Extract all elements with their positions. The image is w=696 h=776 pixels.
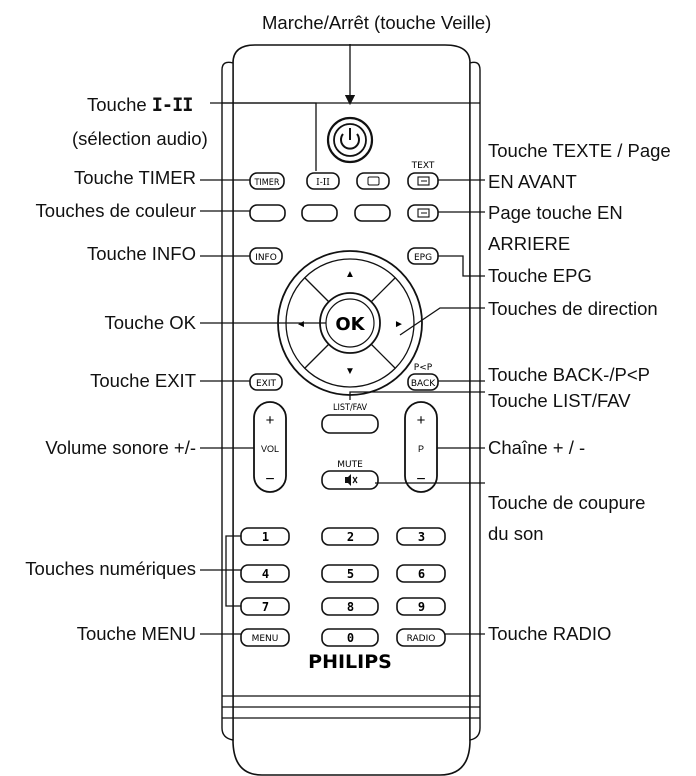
radio-button[interactable] [396, 628, 446, 647]
page-back-label-line2: ARRIERE [488, 233, 571, 254]
audio-select-label: (sélection audio) [72, 128, 208, 149]
digit-6-label: 6 [418, 567, 425, 581]
timer-button-label: TIMER [253, 178, 279, 188]
digit-7-label: 7 [262, 600, 269, 614]
exit-button[interactable] [249, 373, 283, 391]
mute-icon [345, 474, 358, 486]
subtitle-icon [367, 176, 380, 186]
channel-rocker[interactable]: + P − [404, 401, 438, 493]
epg-button-label: EPG [414, 253, 432, 263]
radio-label: Touche RADIO [488, 623, 612, 644]
vol-label: VOL [261, 444, 279, 454]
digit-4-label: 4 [262, 567, 269, 581]
digit-8-button[interactable] [321, 597, 379, 616]
ok-callout-label: Touche OK [104, 312, 196, 333]
volume-label: Volume sonore +/- [45, 437, 196, 458]
channel-label: P [418, 444, 424, 454]
page-back-icon [417, 208, 430, 218]
timer-label: Touche TIMER [73, 167, 196, 188]
i-ii-label-glyph: I-II [151, 95, 194, 116]
digit-5-button[interactable] [321, 564, 379, 583]
remote-body [221, 44, 481, 776]
ok-label: OK [335, 314, 365, 335]
menu-label: Touche MENU [76, 623, 196, 644]
digit-6-button[interactable] [396, 564, 446, 583]
back-button-label: BACK [411, 379, 436, 389]
green-color-button[interactable] [301, 204, 338, 222]
exit-button-label: EXIT [256, 379, 277, 389]
numeric-label: Touches numériques [25, 558, 196, 579]
menu-button[interactable] [240, 628, 290, 647]
teletext-icon [417, 176, 430, 186]
leader-lines [200, 44, 485, 635]
timer-button[interactable] [249, 172, 285, 190]
digit-8-label: 8 [347, 600, 354, 614]
power-label: Marche/Arrêt (touche Veille) [262, 12, 492, 33]
up-arrow-icon[interactable]: ▲ [345, 269, 355, 280]
channel-up-icon[interactable]: + [417, 412, 426, 429]
info-label: Touche INFO [87, 243, 196, 264]
text-tag: TEXT [411, 161, 435, 171]
digit-1-label: 1 [262, 530, 269, 544]
digit-5-label: 5 [347, 567, 354, 581]
channel-label: Chaîne + / - [488, 437, 586, 458]
i-ii-label: Touche I-II [87, 94, 194, 117]
digit-9-label: 9 [418, 600, 425, 614]
listfav-tag: LIST/FAV [333, 403, 368, 413]
digit-0-button[interactable] [321, 628, 379, 647]
exit-label: Touche EXIT [90, 370, 196, 391]
i-ii-label-prefix: Touche [87, 94, 147, 115]
digit-2-button[interactable] [321, 527, 379, 546]
back-button[interactable] [407, 373, 439, 391]
color-keys-label: Touches de couleur [35, 200, 196, 221]
brand-logo: PHILIPS [308, 651, 392, 673]
right-arrow-icon[interactable]: ► [394, 319, 404, 330]
subtitle-button[interactable] [356, 172, 390, 190]
direction-label: Touches de direction [488, 298, 658, 319]
digit-4-button[interactable] [240, 564, 290, 583]
volume-up-icon[interactable]: + [266, 412, 275, 429]
info-button-label: INFO [255, 253, 277, 263]
i-ii-button[interactable] [306, 172, 340, 190]
left-arrow-icon[interactable]: ◄ [296, 319, 306, 330]
listfav-label: Touche LIST/FAV [488, 390, 631, 411]
page-back-label-line1: Page touche EN [488, 202, 623, 223]
volume-rocker[interactable]: + VOL − [253, 401, 287, 493]
digit-3-button[interactable] [396, 527, 446, 546]
mute-tag: MUTE [337, 460, 363, 470]
epg-label: Touche EPG [488, 265, 592, 286]
numeric-keypad: 1 2 3 4 5 6 7 8 9 [240, 527, 446, 616]
mute-label-line2: du son [488, 523, 544, 544]
down-arrow-icon[interactable]: ▼ [345, 366, 355, 377]
listfav-button[interactable] [321, 414, 379, 434]
mute-label-line1: Touche de coupure [488, 492, 646, 513]
power-button[interactable] [326, 116, 374, 164]
digit-0-label: 0 [347, 631, 354, 645]
digit-9-button[interactable] [396, 597, 446, 616]
i-ii-button-label: I-II [316, 178, 330, 188]
red-color-button[interactable] [249, 204, 286, 222]
channel-down-icon[interactable]: − [416, 471, 425, 488]
digit-3-label: 3 [418, 530, 425, 544]
digit-2-label: 2 [347, 530, 354, 544]
menu-button-label: MENU [252, 634, 279, 644]
back-label: Touche BACK-/P<P [488, 364, 650, 385]
text-label-line2: EN AVANT [488, 171, 577, 192]
radio-button-label: RADIO [407, 634, 436, 644]
pp-tag: P<P [414, 363, 433, 373]
text-label-line1: Touche TEXTE / Page [488, 140, 671, 161]
power-icon [340, 133, 360, 150]
volume-down-icon[interactable]: − [265, 471, 274, 488]
yellow-color-button[interactable] [354, 204, 391, 222]
ok-button[interactable]: OK [319, 292, 381, 354]
